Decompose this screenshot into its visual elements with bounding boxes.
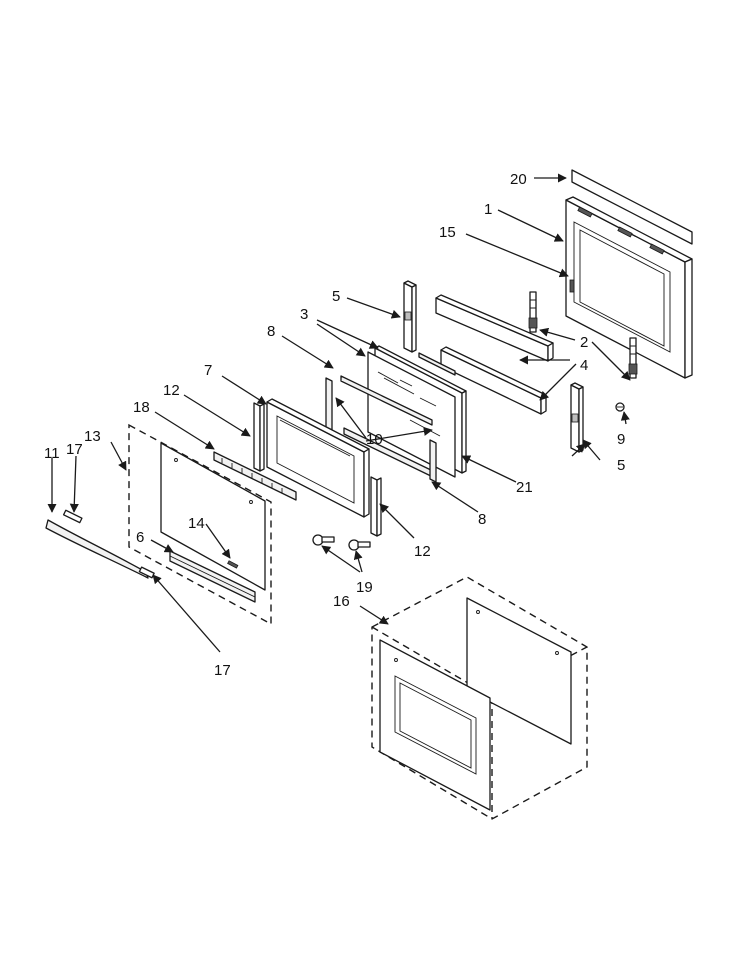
callout-12-right: 12 [414, 543, 431, 560]
part-8-upper-retainer [325, 375, 433, 431]
part-14-outer-door-panel [160, 442, 266, 591]
callout-1: 1 [484, 201, 492, 218]
callout-12-left: 12 [163, 382, 180, 399]
part-2-upper-hinge [528, 291, 538, 333]
part-12-left-channel [253, 402, 265, 472]
callout-21: 21 [516, 479, 533, 496]
part-10-clip [418, 352, 456, 376]
callout-2: 2 [580, 334, 588, 351]
callout-3: 3 [300, 306, 308, 323]
callout-19: 19 [356, 579, 373, 596]
callout-7: 7 [204, 362, 212, 379]
part-1-door-liner [565, 196, 693, 379]
callout-17-lower: 17 [214, 662, 231, 679]
part-12-right-channel [370, 476, 382, 537]
callout-14: 14 [188, 515, 205, 532]
callout-17-upper: 17 [66, 441, 83, 458]
callout-8-upper: 8 [267, 323, 275, 340]
part-2-lower-hinge [628, 337, 638, 379]
callout-15: 15 [439, 224, 456, 241]
callout-16: 16 [333, 593, 350, 610]
part-4-upper-bar [435, 294, 554, 362]
callout-13: 13 [84, 428, 101, 445]
part-17-end-cap-upper [62, 509, 83, 524]
callout-11: 11 [44, 445, 60, 462]
callout-labels: 20 1 15 5 3 2 4 8 7 12 18 13 11 17 10 9 … [44, 171, 625, 679]
callout-20: 20 [510, 171, 527, 188]
part-7-inner-frame [266, 398, 370, 518]
part-13-outer-door-assembly [128, 423, 272, 626]
part-19-screw-right [348, 539, 371, 551]
callout-5-lower: 5 [617, 457, 625, 474]
part-11-door-handle [45, 519, 149, 579]
part-6-bottom-trim [169, 550, 256, 603]
callout-8-lower: 8 [478, 511, 486, 528]
callout-9: 9 [617, 431, 625, 448]
callout-5-upper: 5 [332, 288, 340, 305]
part-5-lower-bracket [570, 382, 584, 453]
part-20-trim-strip [571, 169, 693, 245]
part-19-screw-left [312, 534, 335, 546]
part-16-outer-assembly [371, 576, 588, 820]
callout-18: 18 [133, 399, 150, 416]
part-9-screw [615, 402, 625, 412]
callout-4: 4 [580, 357, 588, 374]
part-18-vent-strip [213, 451, 297, 501]
callout-10: 10 [366, 431, 383, 448]
leader-lines [47, 173, 631, 653]
callout-6: 6 [136, 529, 144, 546]
part-5-upper-bracket [403, 280, 417, 353]
